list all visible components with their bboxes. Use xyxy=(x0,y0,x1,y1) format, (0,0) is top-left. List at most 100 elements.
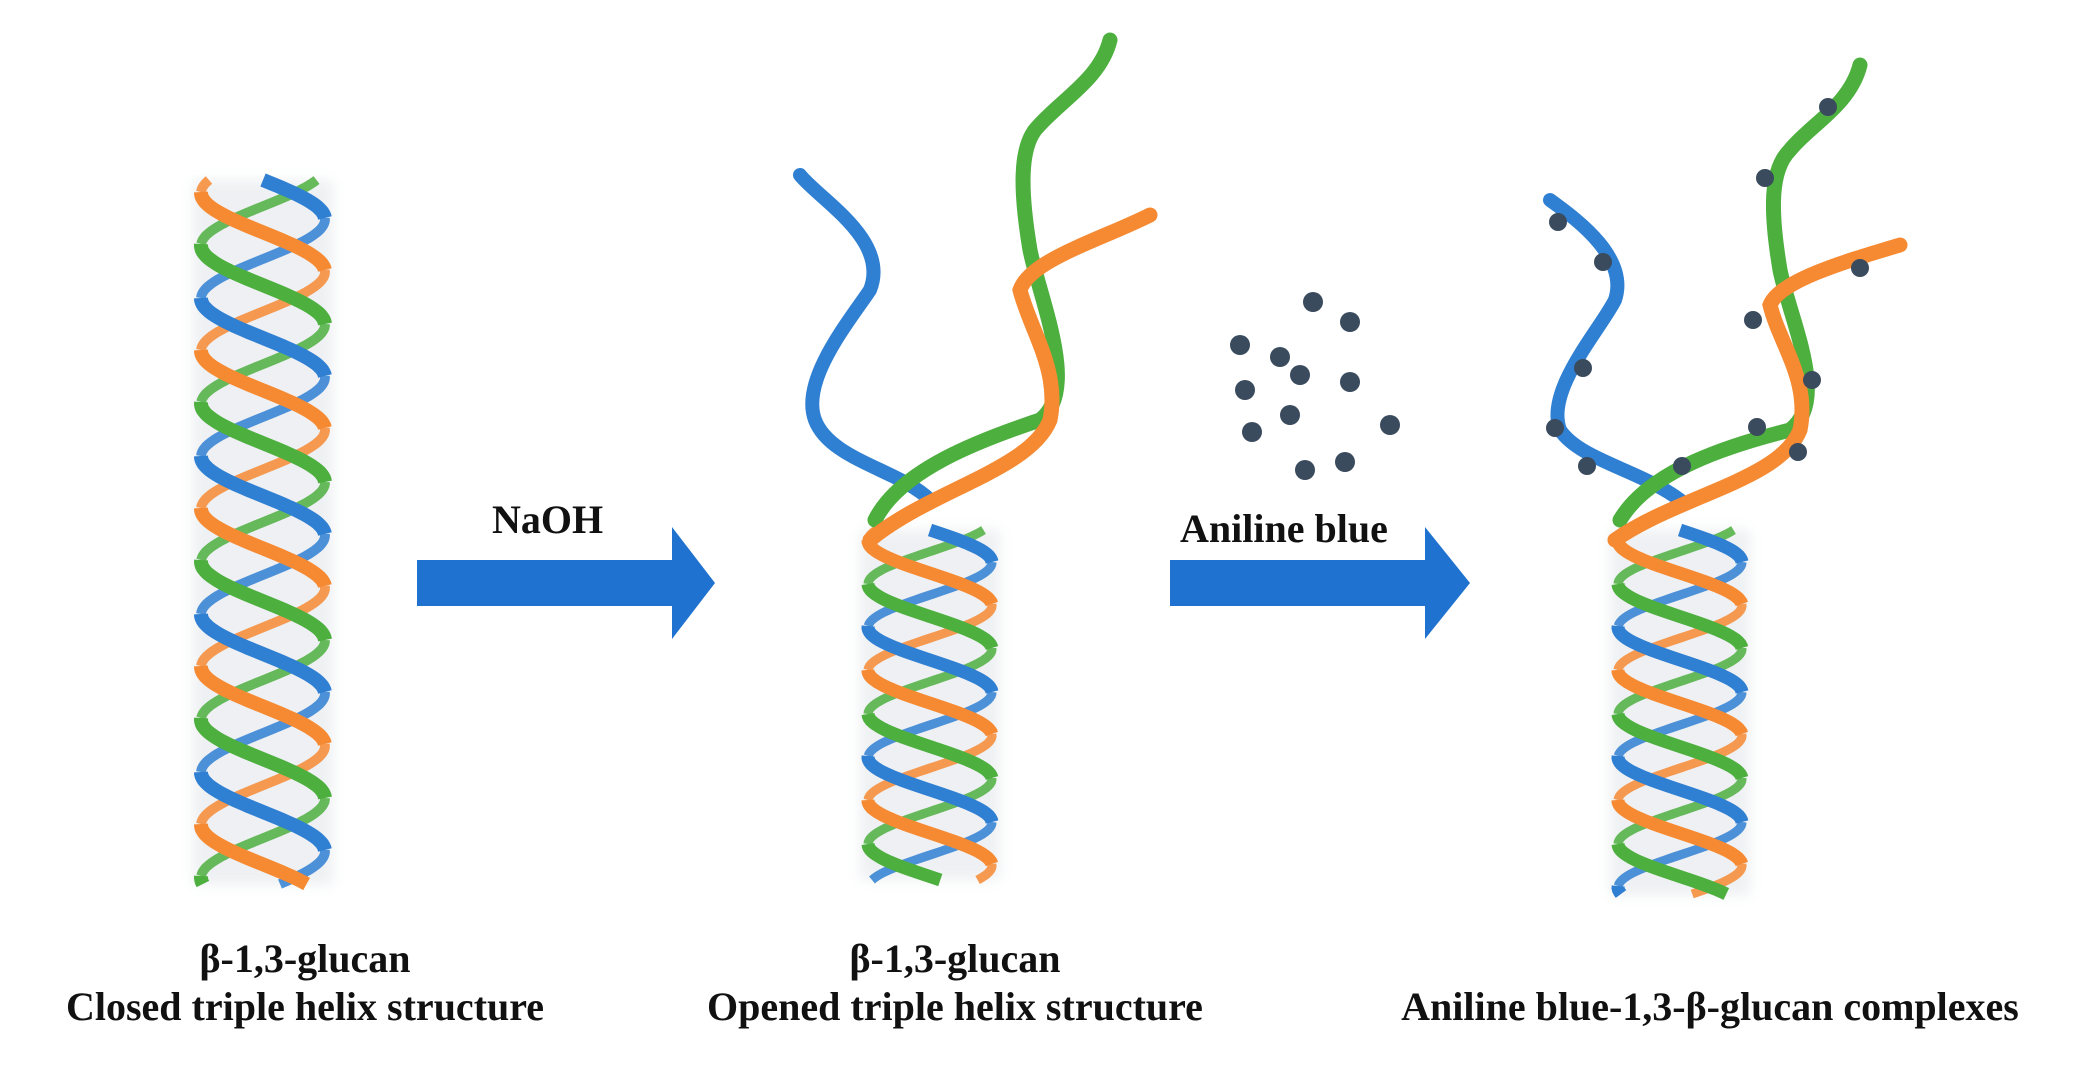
opened-helix-strand-segment xyxy=(861,755,999,824)
closed-helix-strand-segment xyxy=(196,691,330,773)
opened-helix-strand-segment xyxy=(863,648,997,715)
closed-helix-strand-segment xyxy=(194,771,332,852)
free-dye-dot xyxy=(1270,347,1290,367)
complex-helix-strand-segment xyxy=(1611,583,1749,650)
closed-helix-strand-segment xyxy=(196,176,213,193)
caption-closed-line1: β-1,3-glucan xyxy=(199,936,411,981)
closed-helix-strand-segment xyxy=(193,243,332,326)
aniline-blue-label: Aniline blue xyxy=(1180,506,1388,551)
complex-helix-strand-segment xyxy=(1613,821,1747,888)
caption-opened: β-1,3-glucan Opened triple helix structu… xyxy=(640,935,1270,1031)
closed-helix-strand-segment xyxy=(196,323,330,404)
opened-helix-strand-segment xyxy=(861,799,998,867)
free-dye-dot xyxy=(1290,365,1310,385)
closed-helix-strand-segment xyxy=(196,743,330,825)
opened-helix-strand-segment xyxy=(863,733,997,802)
bound-dye-dot xyxy=(1756,169,1774,187)
closed-helix-strand-segment xyxy=(196,375,330,457)
closed-helix-strand-segment xyxy=(196,217,330,299)
opened-helix-strand-segment xyxy=(861,625,999,694)
closed-helix-strand-segment xyxy=(193,401,332,484)
complex-helix-strand-segment xyxy=(1613,691,1747,758)
closed-helix-strand-segment xyxy=(196,533,330,615)
complex-helix-strand-segment xyxy=(1611,755,1749,824)
bound-dye-dot xyxy=(1574,359,1592,377)
bound-dye-dot xyxy=(1789,443,1807,461)
opened-helix-strand-segment xyxy=(861,713,999,780)
bound-dye-dot xyxy=(1748,418,1766,436)
closed-helix-strand-segment xyxy=(194,191,332,272)
closed-helix-strand-segment xyxy=(193,875,210,888)
closed-helix-strand-segment xyxy=(194,665,332,746)
closed-helix-strand-segment xyxy=(194,507,332,588)
opened-triple-helix xyxy=(793,32,1158,887)
closed-helix-strand-segment xyxy=(196,269,330,351)
free-dye-dot xyxy=(1242,422,1262,442)
free-dye-dot xyxy=(1303,292,1323,312)
complex-helix-strand-segment xyxy=(1613,648,1747,715)
complex-helix-strand-segment xyxy=(1613,778,1747,845)
opened-helix-strand-segment xyxy=(869,821,997,884)
caption-complex-line2: Aniline blue-1,3-β-glucan complexes xyxy=(1401,984,2019,1029)
closed-helix-strand-segment xyxy=(194,455,332,536)
closed-helix-strand-segment xyxy=(196,481,330,562)
bound-dye-dot xyxy=(1803,371,1821,389)
complex-helix-strand-segment xyxy=(1613,561,1747,628)
complex-helix-strand-segment xyxy=(1611,885,1627,898)
free-dye-dot xyxy=(1295,460,1315,480)
closed-helix-strand-segment xyxy=(194,613,332,694)
bound-dye-dot xyxy=(1851,259,1869,277)
closed-helix-strand-segment xyxy=(194,297,332,378)
complex-helix-strand-segment xyxy=(1611,843,1730,900)
opened-helix-strand-segment xyxy=(861,583,999,650)
opened-helix-strand-segment xyxy=(861,843,943,887)
complex-helix-strand-segment xyxy=(1611,539,1748,607)
opened-helix-strand-segment xyxy=(927,523,999,564)
opened-orange-tail xyxy=(862,207,1158,548)
free-dye-dot xyxy=(1235,380,1255,400)
caption-complex: Aniline blue-1,3-β-glucan complexes xyxy=(1330,983,2090,1031)
aniline-blue-dots-icon xyxy=(1230,292,1400,480)
caption-closed: β-1,3-glucan Closed triple helix structu… xyxy=(0,935,610,1031)
free-dye-dot xyxy=(1230,335,1250,355)
free-dye-dot xyxy=(1280,405,1300,425)
free-dye-dot xyxy=(1340,372,1360,392)
closed-triple-helix xyxy=(193,173,333,891)
complex-helix-strand-segment xyxy=(1611,713,1749,780)
complex-helix-strand-segment xyxy=(1611,625,1749,694)
closed-helix-strand-segment xyxy=(196,797,330,878)
caption-closed-line2: Closed triple helix structure xyxy=(65,984,545,1029)
opened-green-tail xyxy=(867,32,1118,528)
free-dye-dot xyxy=(1340,312,1360,332)
complex-orange-tail xyxy=(1607,237,1908,548)
caption-opened-line1: β-1,3-glucan xyxy=(849,936,1061,981)
bound-dye-dot xyxy=(1546,419,1564,437)
closed-helix-strand-segment xyxy=(196,427,330,509)
complex-helix-strand-segment xyxy=(1613,603,1747,672)
closed-helix-strand-segment xyxy=(260,173,332,220)
opened-helix-strand-segment xyxy=(863,561,997,628)
free-dye-dot xyxy=(1335,452,1355,472)
opened-helix-strand-segment xyxy=(863,603,997,672)
complex-helix-strand-segment xyxy=(1613,733,1747,802)
complex-helix-strand-segment xyxy=(1611,799,1748,867)
free-dye-dot xyxy=(1380,415,1400,435)
complex-blue-tail xyxy=(1543,193,1687,507)
complex-helix-strand-segment xyxy=(1677,523,1749,564)
opened-helix-strand-segment xyxy=(975,863,997,884)
closed-helix-strand-segment xyxy=(193,717,332,800)
closed-helix-strand-segment xyxy=(194,823,310,891)
aniline-blue-glucan-complex xyxy=(1543,57,1908,900)
complex-green-tail xyxy=(1612,57,1868,528)
opened-helix-strand-segment xyxy=(861,669,998,737)
bound-dye-dot xyxy=(1578,457,1596,475)
opened-helix-strand-segment xyxy=(863,778,997,845)
naoh-label: NaOH xyxy=(492,497,604,542)
opened-blue-tail xyxy=(793,168,937,507)
bound-dye-dot xyxy=(1594,253,1612,271)
naoh-arrow-icon xyxy=(417,527,715,639)
closed-helix-strand-segment xyxy=(196,639,330,720)
complex-helix-strand-segment xyxy=(1611,669,1748,737)
opened-helix-strand-segment xyxy=(861,539,998,607)
